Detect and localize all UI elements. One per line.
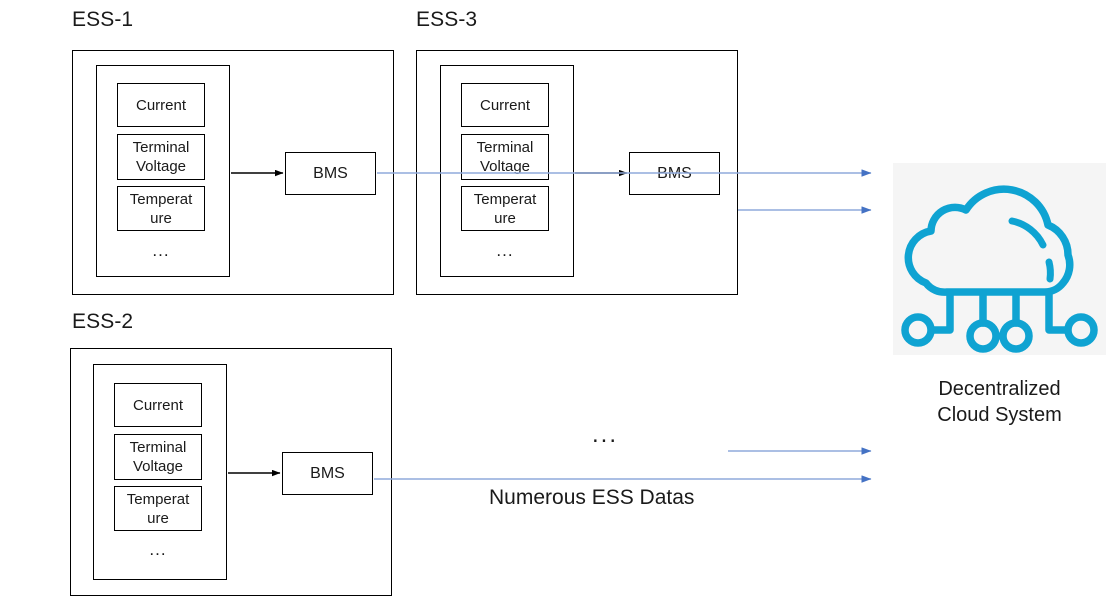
cloud-node-2 — [966, 319, 1000, 353]
ess-2-bms-box: BMS — [282, 452, 373, 495]
ess-3-bms-box: BMS — [629, 152, 720, 195]
data-flow-caption: Numerous ESS Datas — [489, 486, 695, 509]
cloud-caption-line1: Decentralized — [938, 378, 1061, 400]
cloud-network-icon — [901, 185, 1098, 353]
sensor-label-line2: ure — [150, 209, 172, 227]
ess-1-label: ESS-1 — [72, 8, 134, 31]
bms-label: BMS — [310, 464, 345, 482]
ess-3-sensor-current: Current — [461, 83, 549, 127]
ess-1-sensor-more-indicator: ... — [152, 241, 170, 260]
ess-3-label: ESS-3 — [416, 8, 478, 31]
bms-label: BMS — [313, 164, 348, 182]
sensor-label: Current — [479, 96, 531, 114]
sensor-label-line1: Terminal — [476, 139, 534, 156]
ess-2-label: ESS-2 — [72, 310, 134, 333]
sensor-label-line2: ure — [147, 509, 169, 527]
sensor-label: Current — [132, 396, 184, 414]
ess-2-sensor-current: Current — [114, 383, 202, 427]
sensor-label-line2: Voltage — [479, 158, 531, 175]
cloud-node-3 — [999, 319, 1033, 353]
sensor-label-line1: Temperat — [129, 190, 193, 208]
ess-1-sensor-terminal-voltage: Terminal Voltage — [117, 134, 205, 180]
sensor-label-line2: ure — [494, 209, 516, 227]
ess-1-sensor-temperature: Temperat ure — [117, 186, 205, 231]
cloud-icon-tile — [893, 163, 1106, 355]
middle-ellipsis: ... — [592, 421, 619, 448]
sensor-label-line1: Terminal — [132, 139, 190, 156]
bms-label: BMS — [657, 164, 692, 182]
sensor-label-line1: Temperat — [473, 190, 537, 208]
sensor-label-line1: Terminal — [129, 439, 187, 456]
ess-3-sensor-more-indicator: ... — [496, 241, 514, 260]
ess-2-sensor-terminal-voltage: Terminal Voltage — [114, 434, 202, 480]
ess-1-bms-box: BMS — [285, 152, 376, 195]
cloud-node-1 — [901, 313, 935, 347]
cloud-caption: Decentralized Cloud System — [893, 376, 1106, 428]
ess-2-sensor-temperature: Temperat ure — [114, 486, 202, 531]
sensor-label-line2: Voltage — [135, 158, 187, 175]
ess-3-sensor-terminal-voltage: Terminal Voltage — [461, 134, 549, 180]
ess-2-sensor-more-indicator: ... — [149, 540, 167, 559]
cloud-node-4 — [1064, 313, 1098, 347]
ess-3-sensor-temperature: Temperat ure — [461, 186, 549, 231]
ess-1-sensor-current: Current — [117, 83, 205, 127]
cloud-caption-line2: Cloud System — [937, 404, 1062, 426]
sensor-label-line2: Voltage — [132, 458, 184, 475]
sensor-label: Current — [135, 96, 187, 114]
sensor-label-line1: Temperat — [126, 490, 190, 508]
